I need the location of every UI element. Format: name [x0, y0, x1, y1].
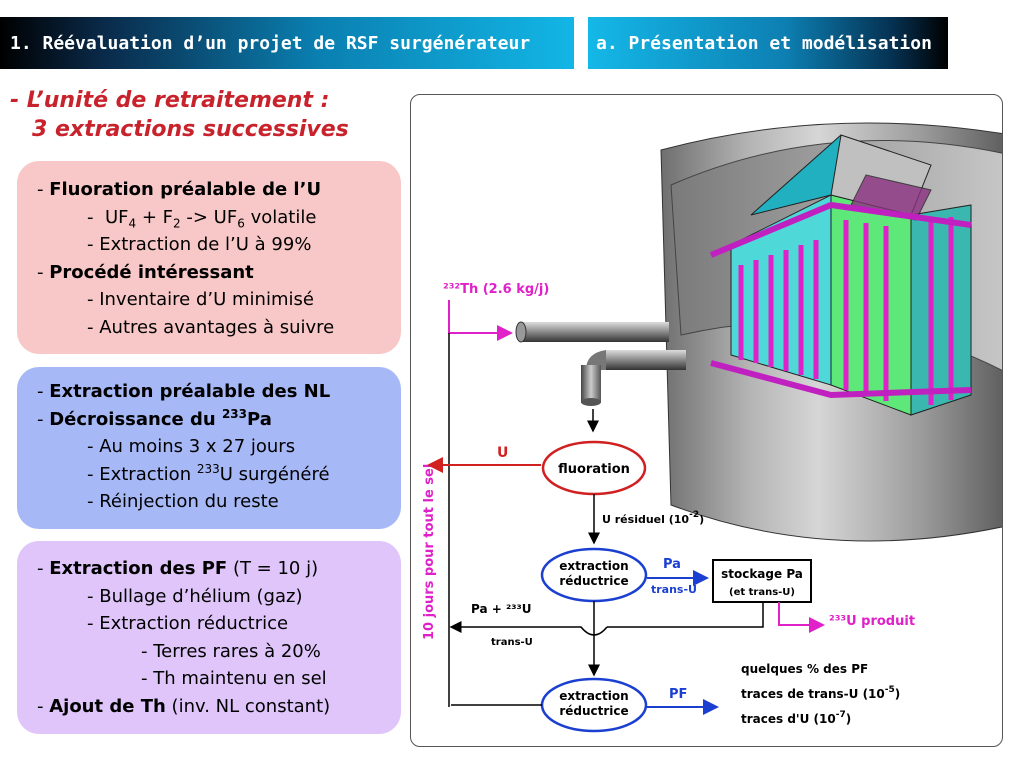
pa-return-line: [607, 602, 764, 628]
reaction-volatile: volatile: [244, 206, 317, 228]
sub-6: 6: [237, 216, 245, 231]
reactor-vessel: [660, 122, 1002, 542]
heading-line-2: 3 extractions successives: [32, 117, 349, 142]
inventaire-line: - Inventaire d’U minimisé: [87, 289, 314, 310]
u233-product-arrow: [778, 602, 825, 633]
th-maintenu-line: - Th maintenu en sel: [141, 668, 327, 689]
stockage-line-1: stockage Pa: [721, 567, 803, 581]
t-value: (T = 10 j): [227, 558, 319, 579]
decroissance-line: - Décroissance du 233Pa: [37, 406, 272, 430]
ajout-th-line: - Ajout de Th (inv. NL constant): [37, 695, 331, 717]
pa-return-arrow: [449, 621, 608, 636]
extraction-pf-line: - Extraction des PF (T = 10 j): [37, 558, 319, 579]
core-top-band: [709, 201, 972, 258]
subsection-title-bar: a. Présentation et modélisation: [588, 17, 948, 69]
extraction-u-line: - Extraction de l’U à 99%: [87, 234, 312, 255]
u233-product-label: ²³³U produit: [829, 614, 915, 629]
decroissance-text: Décroissance du: [49, 408, 222, 430]
th-feed-arrow: [448, 300, 513, 341]
reaction-uf: UF: [104, 206, 129, 228]
reaction-line: - UF4 + F2 -> UF6 volatile: [87, 206, 317, 231]
reinjection-line: - Réinjection du reste: [87, 491, 279, 512]
quelques-pf-label: quelques % des PF: [741, 662, 868, 676]
pa-u233-label: Pa + ²³³U: [471, 602, 532, 616]
extraction-nl-title: Extraction préalable des NL: [49, 381, 331, 402]
th-feed-label: ²³²Th (2.6 kg/j): [443, 282, 549, 297]
ajout-th-title: Ajout de Th: [49, 695, 166, 717]
terres-rares-line: - Terres rares à 20%: [141, 640, 321, 662]
reprocessing-diagram-panel: ²³²Th (2.6 kg/j) 10 jours pour tout le s…: [410, 94, 1003, 747]
subsection-title: a. Présentation et modélisation: [596, 32, 932, 54]
sup-233-u: 233: [196, 461, 220, 476]
pa-text: Pa: [247, 408, 272, 430]
fluoration-title: Fluoration préalable de l’U: [49, 179, 322, 200]
fluoration-box: - Fluoration préalable de l’U - UF4 + F2…: [17, 161, 401, 354]
pf-box: - Extraction des PF (T = 10 j) - Bullage…: [17, 541, 401, 734]
slide-heading: - L’unité de retraitement : 3 extraction…: [10, 86, 349, 144]
traces-trans-u-label: traces de trans-U (10-5): [741, 685, 900, 701]
sub-2: 2: [173, 216, 181, 231]
section-title-bar: 1. Réévaluation d’un projet de RSF surgé…: [0, 17, 574, 69]
trans-u-flow-label: trans-U: [651, 583, 697, 596]
extraction-u233-line: - Extraction 233U surgénéré: [37, 461, 401, 489]
extraction-1-line-1: extraction: [559, 559, 628, 573]
protactinium-box: - Extraction préalable des NL - Décroiss…: [17, 367, 401, 529]
stockage-pa-box: [712, 559, 812, 603]
fluoration-line: - Fluoration préalable de l’U: [37, 179, 322, 200]
reaction-f: + F: [136, 206, 174, 228]
sup-233: 233: [221, 406, 248, 421]
stockage-line-2: (et trans-U): [729, 587, 795, 598]
decroissance-title: Décroissance du 233Pa: [49, 406, 272, 430]
pf-flow-label: PF: [669, 687, 687, 702]
extraction-1-line-2: réductrice: [559, 574, 628, 588]
feed-pipe: [515, 321, 669, 343]
core-bars: [738, 217, 954, 405]
bullage-line: - Bullage d’hélium (gaz): [87, 585, 303, 607]
inv-nl: (inv. NL constant): [165, 695, 331, 717]
pa-flow-label: Pa: [663, 557, 681, 572]
avantages-line: - Autres avantages à suivre: [87, 316, 335, 338]
extraction-pre: - Extraction: [87, 463, 197, 485]
procede-line: - Procédé intéressant: [37, 261, 254, 283]
outlet-pipe: [581, 350, 686, 406]
u-label: U: [497, 445, 508, 461]
procede-title: Procédé intéressant: [49, 261, 254, 283]
side-label: 10 jours pour tout le sel: [422, 464, 437, 640]
fluoration-label: fluoration: [558, 462, 630, 477]
extraction-nl-line: - Extraction préalable des NL: [37, 381, 331, 402]
reprocessing-diagram: ²³²Th (2.6 kg/j) 10 jours pour tout le s…: [422, 122, 1002, 733]
core-bottom-band: [710, 360, 972, 399]
section-title: 1. Réévaluation d’un projet de RSF surgé…: [10, 32, 531, 54]
extraction-2-line-1: extraction: [559, 689, 628, 703]
extraction-post: U surgénéré: [219, 463, 330, 485]
trans-u-return-label: trans-U: [491, 637, 533, 648]
sub-4: 4: [128, 216, 137, 231]
extraction-pf-title: Extraction des PF: [49, 558, 228, 579]
traces-u-label: traces d'U (10-7): [741, 710, 851, 726]
reaction-uf6: -> UF: [180, 206, 238, 228]
heading-line-1: - L’unité de retraitement :: [10, 88, 330, 113]
u-residuel-label: U résiduel (10-2): [602, 510, 704, 526]
extraction-2-line-2: réductrice: [559, 704, 628, 718]
au-moins-line: - Au moins 3 x 27 jours: [87, 436, 296, 457]
extraction-red-line: - Extraction réductrice: [87, 613, 289, 634]
